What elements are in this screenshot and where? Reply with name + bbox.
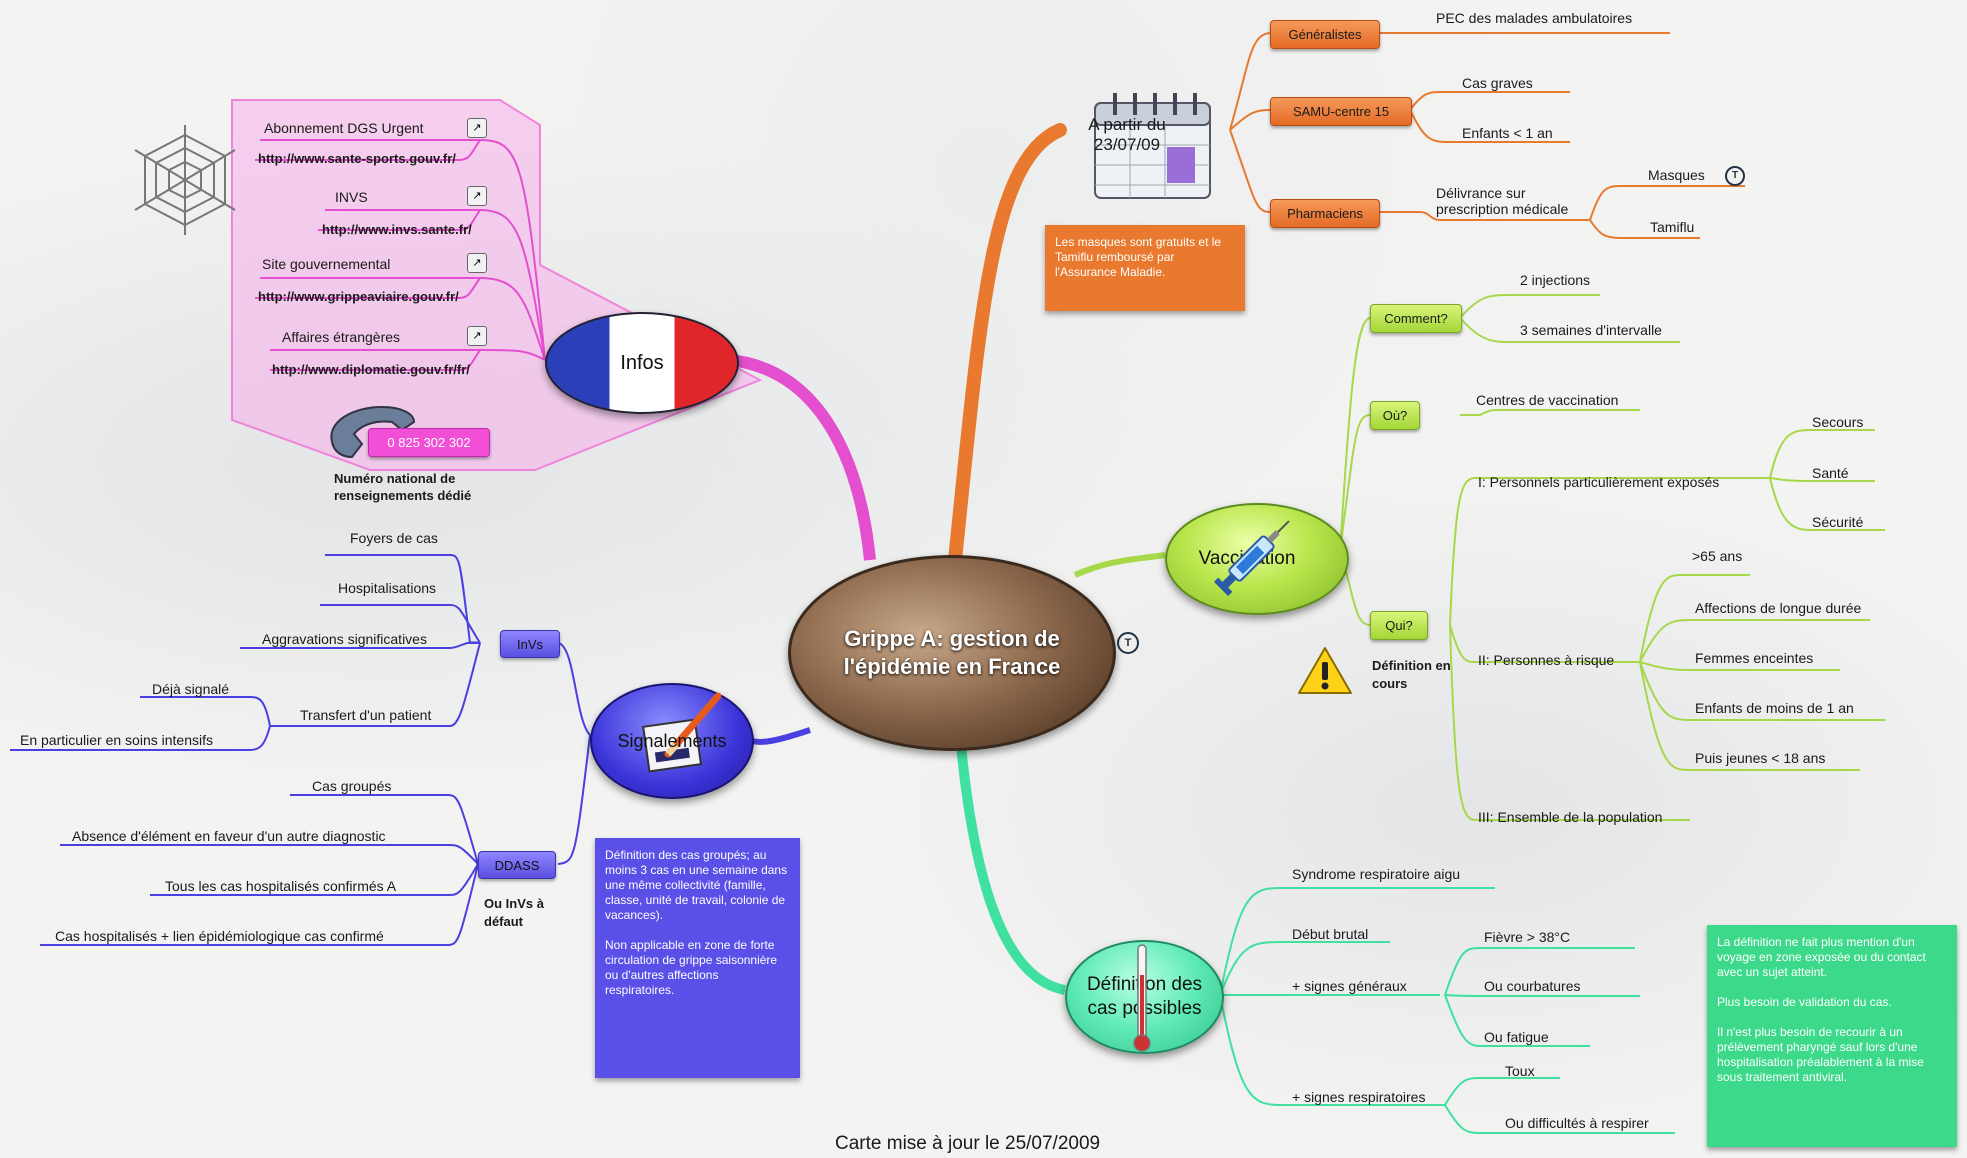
warning-icon — [1296, 645, 1354, 702]
link-name-gouv: Site gouvernemental — [262, 256, 391, 272]
qui-note: Définition en cours — [1372, 658, 1451, 691]
group1-item-secours: Secours — [1812, 414, 1864, 430]
definition-note-line1: La définition ne fait plus mention d'un … — [1717, 935, 1926, 979]
masques-note-text: Les masques sont gratuits et le Tamiflu … — [1055, 235, 1222, 279]
definition-note-line3: Il n'est plus besoin de recourir à un pr… — [1717, 1025, 1924, 1084]
pharmaciens-label: Pharmaciens — [1287, 206, 1363, 221]
respiratoires-item-difficultes: Ou difficultés à respirer — [1505, 1115, 1649, 1131]
ddass-item-groupes: Cas groupés — [312, 778, 392, 794]
generaux-item-fievre: Fièvre > 38°C — [1484, 929, 1571, 945]
link-name-invs: INVS — [335, 189, 368, 205]
apartir-label[interactable]: A partir du 23/07/09 — [1088, 115, 1166, 154]
comment-label: Comment? — [1384, 311, 1448, 326]
link-name-dgs: Abonnement DGS Urgent — [264, 120, 424, 136]
link-icon[interactable]: ↗ — [467, 118, 487, 138]
invs-item-transfert: Transfert d'un patient — [300, 707, 432, 723]
central-topic[interactable]: Grippe A: gestion de l'épidémie en Franc… — [788, 555, 1116, 751]
cas-groupes-note-line1: Définition des cas groupés; au moins 3 c… — [605, 848, 788, 922]
central-title: Grippe A: gestion de l'épidémie en Franc… — [843, 626, 1061, 679]
definition-item-debut: Début brutal — [1292, 926, 1369, 942]
comment-item-injections: 2 injections — [1520, 272, 1591, 288]
group2-label[interactable]: II: Personnes à risque — [1478, 652, 1615, 668]
respiratoires-item-toux: Toux — [1505, 1063, 1535, 1079]
masques-note: Les masques sont gratuits et le Tamiflu … — [1045, 225, 1245, 311]
invs-item-aggravations: Aggravations significatives — [262, 631, 427, 647]
link-icon[interactable]: ↗ — [467, 253, 487, 273]
generalistes-item: PEC des malades ambulatoires — [1436, 10, 1633, 26]
ou-node[interactable]: Où? — [1370, 401, 1420, 430]
invs-item-hospitalisations: Hospitalisations — [338, 580, 437, 596]
pharmaciens-subitem-tamiflu: Tamiflu — [1650, 219, 1695, 235]
phone-number-box[interactable]: 0 825 302 302 — [368, 428, 490, 457]
link-url-diplomatie[interactable]: http://www.diplomatie.gouv.fr/fr/ — [272, 362, 470, 377]
ddass-caption: Ou InVs à défaut — [484, 896, 544, 929]
spiderweb-icon — [130, 120, 240, 245]
infos-node[interactable]: Infos — [545, 312, 739, 414]
telephone-icon — [322, 402, 417, 477]
ddass-item-lien: Cas hospitalisés + lien épidémiologique … — [55, 928, 384, 944]
pharmaciens-item: Délivrance sur prescription médicale — [1436, 185, 1569, 217]
ddass-item-hospitalises: Tous les cas hospitalisés confirmés A — [165, 878, 397, 894]
cas-groupes-note-line2: Non applicable en zone de forte circulat… — [605, 938, 778, 997]
link-url-invs[interactable]: http://www.invs.sante.fr/ — [322, 222, 472, 237]
infos-label: Infos — [620, 351, 664, 374]
footer-updated: Carte mise à jour le 25/07/2009 — [835, 1133, 1101, 1154]
group2-item-jeunes: Puis jeunes < 18 ans — [1695, 750, 1826, 766]
link-url-gouv[interactable]: http://www.grippeaviaire.gouv.fr/ — [258, 289, 459, 304]
group3-label[interactable]: III: Ensemble de la population — [1478, 809, 1663, 825]
ddass-node[interactable]: DDASS — [478, 851, 556, 879]
note-marker-icon[interactable]: T — [1725, 166, 1745, 186]
link-name-diplomatie: Affaires étrangères — [282, 329, 401, 345]
phone-number: 0 825 302 302 — [387, 435, 471, 450]
ddass-item-absence: Absence d'élément en faveur d'un autre d… — [72, 828, 386, 844]
invs-item-foyers: Foyers de cas — [350, 530, 438, 546]
group1-item-securite: Sécurité — [1812, 514, 1864, 530]
invs-label: InVs — [516, 636, 543, 652]
definition-note-line2: Plus besoin de validation du cas. — [1717, 995, 1892, 1009]
generalistes-label: Généralistes — [1288, 27, 1362, 42]
transfert-sub-soins: En particulier en soins intensifs — [20, 732, 213, 748]
ou-label: Où? — [1382, 408, 1408, 423]
comment-node[interactable]: Comment? — [1370, 304, 1462, 333]
samu-label: SAMU-centre 15 — [1292, 104, 1390, 119]
signalements-node[interactable]: Signalements — [590, 683, 754, 799]
syringe-icon — [1205, 505, 1305, 610]
invs-node[interactable]: InVs — [500, 630, 560, 658]
qui-node[interactable]: Qui? — [1370, 611, 1428, 640]
definition-note: La définition ne fait plus mention d'un … — [1707, 925, 1957, 1147]
ou-item: Centres de vaccination — [1476, 392, 1619, 408]
document-pencil-icon — [628, 688, 728, 793]
definition-item-generaux: + signes généraux — [1292, 978, 1407, 994]
cas-groupes-note: Définition des cas groupés; au moins 3 c… — [595, 838, 800, 1078]
generalistes-node[interactable]: Généralistes — [1270, 20, 1380, 49]
samu-node[interactable]: SAMU-centre 15 — [1270, 97, 1412, 126]
pharmaciens-subitem-masques: Masques — [1648, 167, 1705, 183]
link-url-dgs[interactable]: http://www.sante-sports.gouv.fr/ — [258, 151, 456, 166]
definition-item-syndrome: Syndrome respiratoire aigu — [1292, 866, 1461, 882]
group1-item-sante: Santé — [1812, 465, 1849, 481]
comment-item-intervalle: 3 semaines d'intervalle — [1520, 322, 1662, 338]
link-icon[interactable]: ↗ — [467, 326, 487, 346]
samu-item-enfants: Enfants < 1 an — [1462, 125, 1553, 141]
transfert-sub-deja: Déjà signalé — [152, 681, 230, 697]
calendar-icon — [1085, 85, 1225, 210]
vaccination-node[interactable]: Vaccination — [1165, 503, 1349, 615]
qui-label: Qui? — [1385, 618, 1413, 633]
link-icon[interactable]: ↗ — [467, 186, 487, 206]
definition-item-respiratoires: + signes respiratoires — [1292, 1089, 1426, 1105]
samu-item-cas-graves: Cas graves — [1462, 75, 1533, 91]
pharmaciens-node[interactable]: Pharmaciens — [1270, 199, 1380, 228]
ddass-label: DDASS — [494, 857, 540, 873]
group1-label[interactable]: I: Personnels particulièrement exposés — [1478, 474, 1720, 490]
group2-item-femmes: Femmes enceintes — [1695, 650, 1814, 666]
generaux-item-courbatures: Ou courbatures — [1484, 978, 1581, 994]
signalements-label: Signalements — [617, 730, 727, 751]
note-marker-icon[interactable]: T — [1117, 632, 1139, 654]
group2-item-enfants: Enfants de moins de 1 an — [1695, 700, 1854, 716]
generaux-item-fatigue: Ou fatigue — [1484, 1029, 1549, 1045]
phone-caption: Numéro national de renseignements dédié — [334, 471, 472, 503]
group2-item-ald: Affections de longue durée — [1695, 600, 1862, 616]
group2-item-65: >65 ans — [1692, 548, 1743, 564]
thermometer-icon — [1128, 935, 1156, 1060]
